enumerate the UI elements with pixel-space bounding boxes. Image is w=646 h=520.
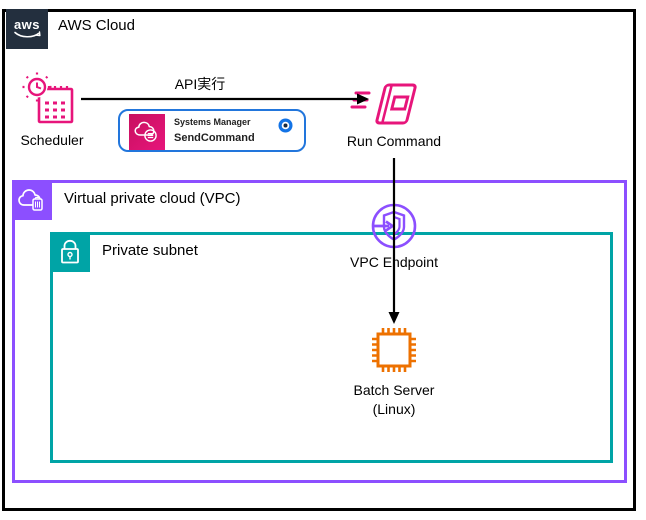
private-subnet-label: Private subnet — [102, 242, 198, 259]
scheduler-label: Scheduler — [20, 132, 84, 148]
batch-server-label: Batch Server (Linux) — [334, 381, 454, 419]
aws-logo: aws — [6, 9, 48, 49]
private-subnet-group — [50, 232, 613, 463]
ssm-action-name: SendCommand — [174, 132, 255, 144]
aws-cloud-label: AWS Cloud — [58, 17, 135, 34]
aws-smile-icon — [14, 31, 41, 38]
vpc-endpoint-icon — [371, 203, 417, 249]
vpc-icon — [12, 180, 52, 220]
systems-manager-icon — [129, 114, 165, 150]
batch-server-label-line2: (Linux) — [372, 401, 416, 417]
scheduler-icon — [22, 72, 74, 124]
ssm-service-name: Systems Manager — [174, 117, 251, 127]
batch-server-label-line1: Batch Server — [353, 382, 435, 398]
ssm-sendcommand-callout: Systems Manager SendCommand — [118, 109, 306, 152]
vpc-group — [12, 180, 627, 483]
run-command-icon — [350, 83, 417, 125]
api-call-edge-label: API実行 — [174, 76, 226, 92]
vpc-endpoint-label: VPC Endpoint — [350, 254, 438, 270]
batch-server-icon — [372, 328, 416, 372]
aws-cloud-group — [2, 9, 636, 511]
run-command-label: Run Command — [346, 133, 442, 149]
private-subnet-lock-icon — [50, 232, 90, 272]
aws-logo-text: aws — [13, 17, 41, 32]
target-dot-icon — [278, 118, 293, 133]
vpc-label: Virtual private cloud (VPC) — [64, 190, 241, 207]
